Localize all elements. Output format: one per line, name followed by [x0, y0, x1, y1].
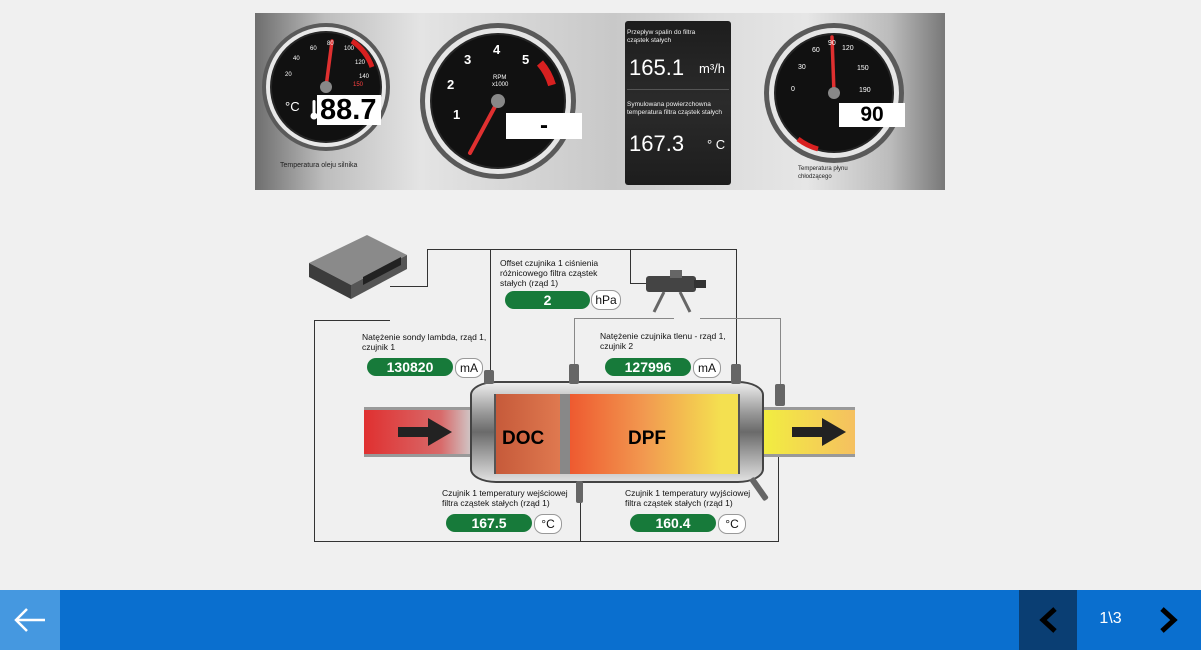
lambda-sensor-value: 130820	[367, 358, 453, 376]
oxygen-sensor-label: Natężenie czujnika tlenu - rząd 1, czujn…	[600, 331, 726, 351]
exhaust-info-panel: Przepływ spalin do filtra cząstek stałyc…	[625, 21, 731, 185]
rpm-tick-3: 3	[464, 52, 472, 67]
inlet-temp-unit: °C	[534, 514, 562, 534]
coolant-tick-6: 0	[791, 86, 795, 93]
probe-pressure-out	[731, 364, 741, 384]
oil-tick-2: 80	[327, 41, 334, 47]
offset-sensor-unit: hPa	[591, 290, 621, 310]
oil-unit: °C	[285, 99, 300, 114]
coolant-temp-label: Temperatura płynu chłodzącego	[798, 166, 848, 180]
wire-ecu-down	[427, 249, 428, 287]
rpm-tick-1: 1	[453, 107, 461, 122]
dpf-block	[570, 394, 740, 474]
rpm-multiplier: x1000	[492, 82, 509, 88]
hose-top	[574, 318, 674, 319]
lambda-sensor-unit: mA	[455, 358, 483, 378]
wire-sensor-h	[630, 283, 646, 284]
wire-right-top-vertical	[736, 249, 737, 379]
hose-right-top	[700, 318, 780, 319]
wire-ecu-link	[390, 286, 428, 287]
coolant-tick-2: 90	[828, 40, 836, 47]
probe-pressure-in	[569, 364, 579, 384]
wire-left-vertical	[314, 320, 315, 542]
outlet-flow-arrow-icon	[792, 418, 846, 446]
oil-tick-6: 40	[293, 56, 300, 62]
lambda-sensor-label: Natężenie sondy lambda, rząd 1, czujnik …	[362, 332, 487, 352]
oil-temp-label: Temperatura oleju silnika	[280, 162, 358, 169]
doc-block	[494, 394, 562, 474]
thermometer-icon	[310, 100, 318, 120]
probe-oxygen	[775, 384, 785, 406]
wire-center-vertical	[490, 249, 491, 379]
inlet-temp-label: Czujnik 1 temperatury wejściowej filtra …	[442, 488, 568, 508]
outlet-temp-value: 160.4	[630, 514, 716, 532]
doc-label: DOC	[502, 428, 545, 449]
chevron-left-icon	[1039, 607, 1057, 633]
flow-unit: m³/h	[699, 61, 725, 76]
coolant-temp-value: 90	[839, 103, 905, 127]
wire-inlet-bottom	[580, 500, 581, 542]
instrument-cluster: 60 80 100 120 140 40 20 150 °C 88.7 Temp…	[255, 13, 945, 190]
dpf-system-diagram: DOC DPF Offset czujnika 1 ciśnienia różn…	[309, 235, 855, 542]
rpm-unit: RPM	[493, 75, 507, 81]
next-page-button[interactable]	[1142, 590, 1198, 650]
coolant-tick-1: 60	[812, 47, 820, 54]
probe-inlet-temp	[576, 481, 583, 503]
pressure-sensor-icon	[646, 270, 706, 313]
coolant-tick-5: 30	[798, 64, 806, 71]
coolant-tick-4: 150	[857, 65, 869, 72]
oil-tick-8: 150	[353, 82, 364, 88]
back-button[interactable]	[0, 590, 60, 650]
outlet-temp-unit: °C	[718, 514, 746, 534]
oil-tick-1: 60	[310, 46, 317, 52]
ecu-module-icon	[309, 235, 407, 299]
oil-tick-7: 20	[285, 72, 292, 78]
doc-dpf-separator	[560, 394, 570, 474]
rpm-tick-5: 5	[522, 52, 530, 67]
surface-temp-caption: Symulowana powierzchowna temperatura fil…	[627, 101, 723, 116]
wire-bottom	[314, 541, 779, 542]
probe-lambda	[484, 370, 494, 384]
flow-value: 165.1	[629, 55, 685, 80]
oxygen-sensor-value: 127996	[605, 358, 691, 376]
rpm-value: -	[506, 113, 582, 139]
outlet-temp-label: Czujnik 1 temperatury wyjściowej filtra …	[625, 488, 751, 508]
wire-sensor	[630, 249, 631, 283]
coolant-tick-7: 190	[859, 87, 871, 94]
arrow-left-icon	[14, 608, 45, 632]
previous-page-button[interactable]	[1019, 590, 1077, 650]
rpm-tick-2: 2	[447, 77, 455, 92]
hose-left	[574, 318, 575, 376]
offset-sensor-value: 2	[505, 291, 590, 309]
wire-ecu-top	[427, 249, 736, 250]
dpf-label: DPF	[628, 428, 666, 449]
oil-tick-5: 140	[359, 74, 370, 80]
oil-temp-value: 88.7	[317, 95, 381, 125]
offset-sensor-label: Offset czujnika 1 ciśnienia różnicowego …	[500, 258, 599, 288]
inlet-temp-value: 167.5	[446, 514, 532, 532]
coolant-tick-3: 120	[842, 45, 854, 52]
chevron-right-icon	[1160, 607, 1178, 633]
oxygen-sensor-unit: mA	[693, 358, 721, 378]
wire-right-vertical	[778, 430, 779, 542]
flow-caption: Przepływ spalin do filtra cząstek stałyc…	[627, 29, 696, 44]
surface-temp-unit: ° C	[707, 137, 726, 152]
wire-left-top	[314, 320, 390, 321]
hose-right	[780, 318, 781, 388]
oil-tick-3: 100	[344, 46, 355, 52]
panel-divider	[627, 89, 729, 90]
surface-temp-value: 167.3	[629, 131, 685, 156]
bottom-navigation-bar: 1\3	[0, 590, 1201, 650]
inlet-flow-arrow-icon	[398, 418, 452, 446]
page-indicator: 1\3	[1099, 610, 1122, 627]
oil-tick-4: 120	[355, 60, 366, 66]
rpm-tick-4: 4	[493, 42, 501, 57]
